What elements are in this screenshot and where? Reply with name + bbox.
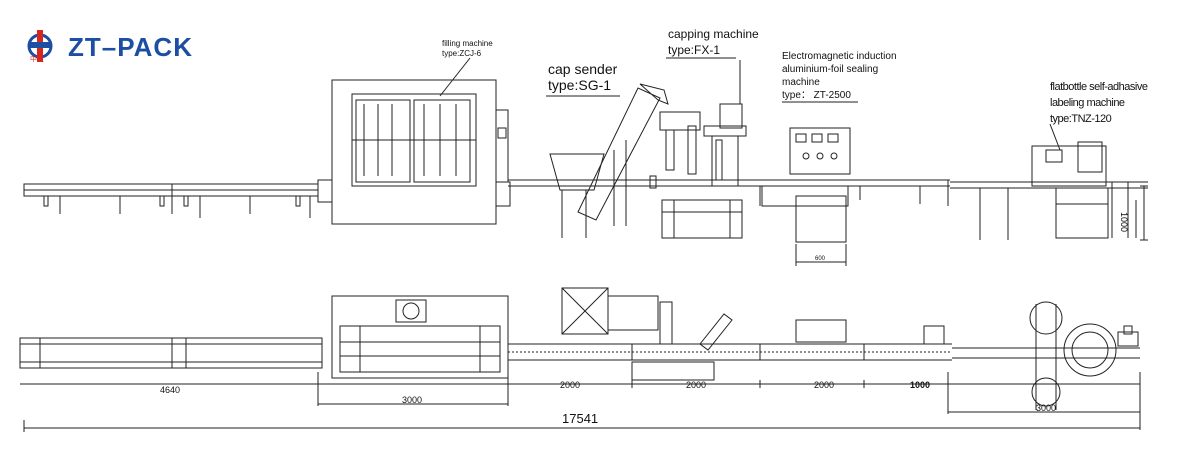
- sealing-machine-plan: [795, 319, 847, 343]
- labeling-machine-line2: labeling machine: [1050, 97, 1125, 109]
- capping-machine-type: type:FX-1: [668, 43, 721, 57]
- cap-sender-type: type:SG-1: [548, 77, 612, 93]
- filling-machine-name: filling machine: [442, 39, 493, 48]
- dim-filler: 3000: [402, 395, 423, 405]
- main-conveyor-front: [508, 179, 950, 206]
- labeling-machine-line1: flatbottle self-adhasive: [1050, 81, 1148, 93]
- sealing-machine-line2: aluminium-foil sealing: [782, 64, 879, 75]
- infeed-conveyor-front: [23, 183, 319, 218]
- dim-labeler-height: 1000: [1119, 212, 1129, 233]
- labeling-machine-type: type:TNZ-120: [1050, 113, 1112, 125]
- brand-name: ZT–PACK: [68, 32, 193, 62]
- logo-mark-icon: [27, 30, 53, 62]
- brand-logo: ZT–PACK 中星: [22, 26, 222, 70]
- dim-seg2: 2000: [686, 380, 707, 390]
- dim-seg4: 1000: [910, 380, 931, 390]
- brand-mark-chars: 中星: [30, 56, 44, 63]
- capping-machine-plan: [631, 301, 733, 381]
- filling-machine-type: type:ZCJ-6: [442, 49, 482, 58]
- labeling-machine-front: [950, 141, 1148, 240]
- sealing-machine-front: [761, 127, 851, 266]
- capping-machine-name: capping machine: [668, 27, 759, 41]
- labeling-machine-plan: [923, 301, 1140, 410]
- dim-total: 17541: [562, 411, 599, 426]
- infeed-conveyor-plan: [19, 337, 323, 369]
- dim-seg1: 2000: [560, 380, 581, 390]
- cap-sender-front: [549, 83, 669, 238]
- cap-sender-name: cap sender: [548, 61, 618, 77]
- dim-labeler-len: 3000: [1036, 403, 1057, 413]
- cap-sender-plan: [561, 287, 659, 335]
- capping-machine-front: [649, 60, 747, 239]
- sealing-machine-line1: Electromagnetic induction: [782, 51, 897, 62]
- dimension-lines: [20, 185, 1148, 432]
- dim-seg3: 2000: [814, 380, 835, 390]
- dim-sealer-base: 600: [815, 256, 826, 262]
- filling-machine-plan: [331, 295, 509, 379]
- front-elevation: [23, 60, 1148, 266]
- sealing-machine-line3: machine: [782, 77, 820, 88]
- plan-view: [19, 287, 1140, 410]
- main-conveyor-plan: [508, 343, 952, 361]
- sealing-machine-type: type： ZT-2500: [782, 90, 851, 101]
- dim-conveyor-in: 4640: [160, 385, 181, 395]
- leader-lines: [439, 57, 1061, 151]
- filling-machine-front: [317, 79, 511, 225]
